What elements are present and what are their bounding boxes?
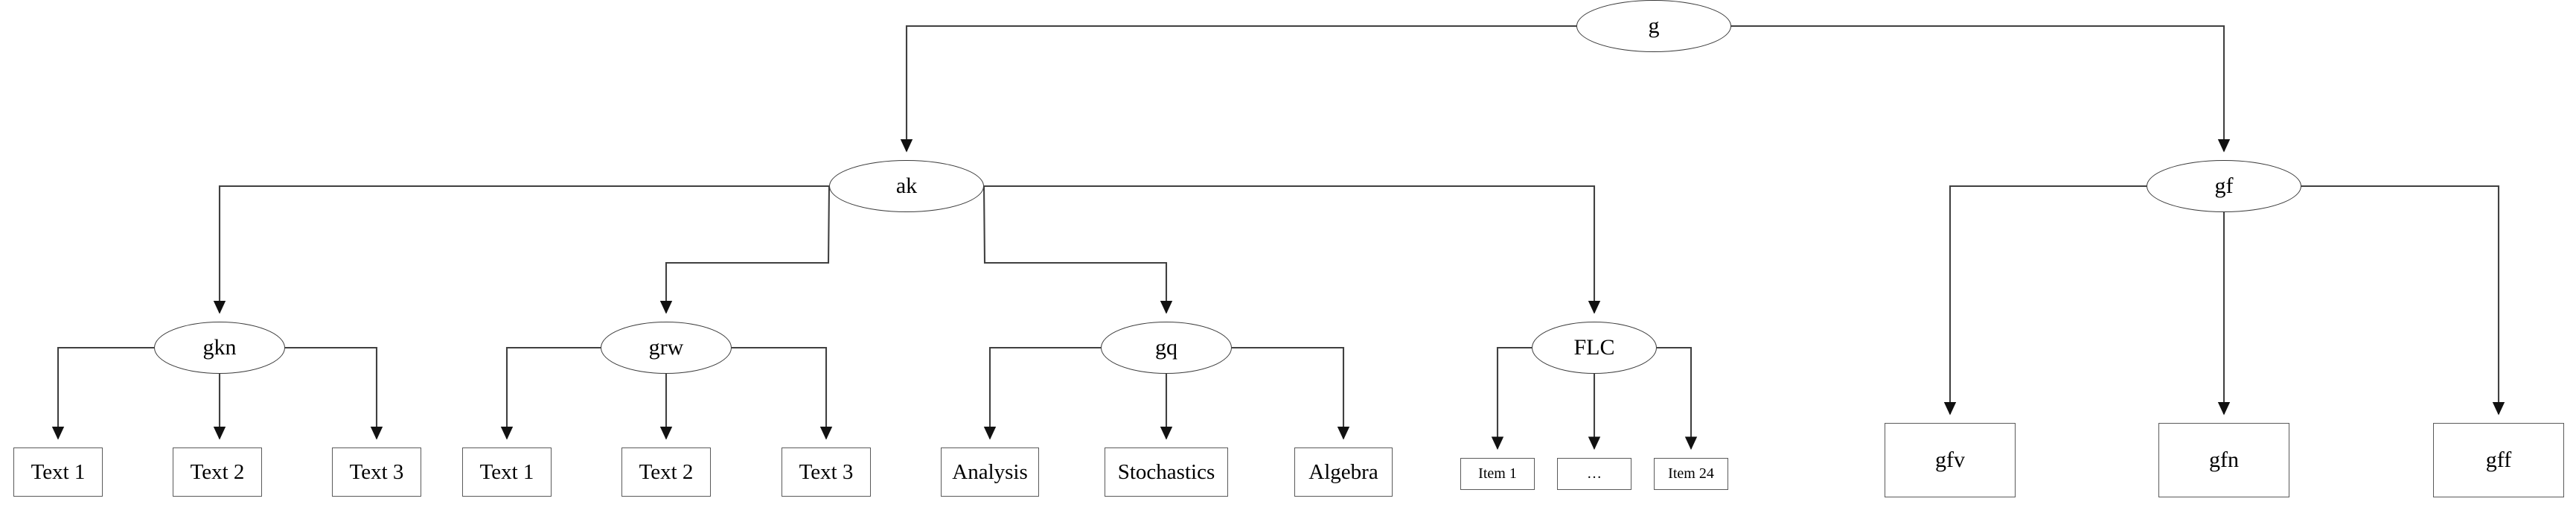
node-item24[interactable]: Item 24	[1654, 457, 1728, 490]
node-label: Text 2	[190, 459, 245, 484]
node-label: Algebra	[1308, 459, 1378, 484]
node-label: ak	[895, 173, 918, 199]
node-algebra[interactable]: Algebra	[1294, 447, 1393, 497]
node-label: Item 1	[1478, 465, 1517, 482]
node-label: Stochastics	[1117, 459, 1215, 484]
node-label: Text 1	[31, 459, 86, 484]
node-label: gff	[2485, 447, 2512, 473]
node-text1a[interactable]: Text 1	[13, 447, 103, 497]
node-gkn[interactable]: gkn	[154, 322, 285, 374]
node-gfv[interactable]: gfv	[1885, 423, 2016, 497]
edge-gkn-to-text1a	[51, 346, 154, 440]
node-label: gkn	[202, 335, 237, 360]
node-flc[interactable]: FLC	[1532, 322, 1657, 374]
node-ak[interactable]: ak	[829, 160, 984, 212]
edge-gf-to-gff	[2301, 185, 2505, 415]
node-text2b[interactable]: Text 2	[621, 447, 711, 497]
node-text3b[interactable]: Text 3	[782, 447, 871, 497]
edge-flc-to-item1	[1491, 346, 1532, 450]
node-label: Analysis	[952, 459, 1028, 484]
edge-gq-to-analysis	[983, 346, 1101, 440]
node-itemdots[interactable]: …	[1557, 457, 1631, 490]
node-label: grw	[648, 335, 684, 360]
node-text2a[interactable]: Text 2	[173, 447, 262, 497]
node-g[interactable]: g	[1576, 0, 1731, 52]
edge-ak-to-flc	[984, 185, 1601, 314]
node-gfn[interactable]: gfn	[2158, 423, 2289, 497]
node-item1[interactable]: Item 1	[1460, 457, 1535, 490]
node-label: gq	[1155, 335, 1177, 360]
node-label: g	[1648, 13, 1660, 39]
edge-ak-to-gq	[982, 185, 1173, 314]
node-label: Text 3	[349, 459, 404, 484]
node-label: gfv	[1935, 447, 1965, 473]
edge-flc-to-item24	[1657, 346, 1698, 450]
node-text3a[interactable]: Text 3	[332, 447, 421, 497]
edge-g-to-ak	[900, 25, 1576, 153]
node-analysis[interactable]: Analysis	[941, 447, 1039, 497]
node-gf[interactable]: gf	[2147, 160, 2301, 212]
node-label: FLC	[1573, 335, 1615, 360]
node-label: …	[1587, 465, 1602, 482]
edge-ak-to-grw	[659, 185, 831, 314]
node-label: Item 24	[1668, 465, 1714, 482]
node-label: Text 3	[799, 459, 854, 484]
node-grw[interactable]: grw	[601, 322, 732, 374]
node-label: gf	[2214, 173, 2234, 199]
node-label: gfn	[2209, 447, 2239, 473]
node-gff[interactable]: gff	[2433, 423, 2564, 497]
edge-grw-to-text1b	[500, 346, 601, 440]
node-label: Text 1	[479, 459, 534, 484]
edge-gq-to-algebra	[1232, 346, 1350, 440]
node-text1b[interactable]: Text 1	[462, 447, 552, 497]
edge-g-to-gf	[1731, 25, 2231, 153]
edge-grw-to-text3b	[732, 346, 833, 440]
edge-gkn-to-text3a	[285, 346, 383, 440]
node-gq[interactable]: gq	[1101, 322, 1232, 374]
node-stochastics[interactable]: Stochastics	[1105, 447, 1228, 497]
node-label: Text 2	[639, 459, 694, 484]
edge-ak-to-gkn	[213, 185, 829, 314]
edge-gf-to-gfv	[1943, 185, 2147, 415]
